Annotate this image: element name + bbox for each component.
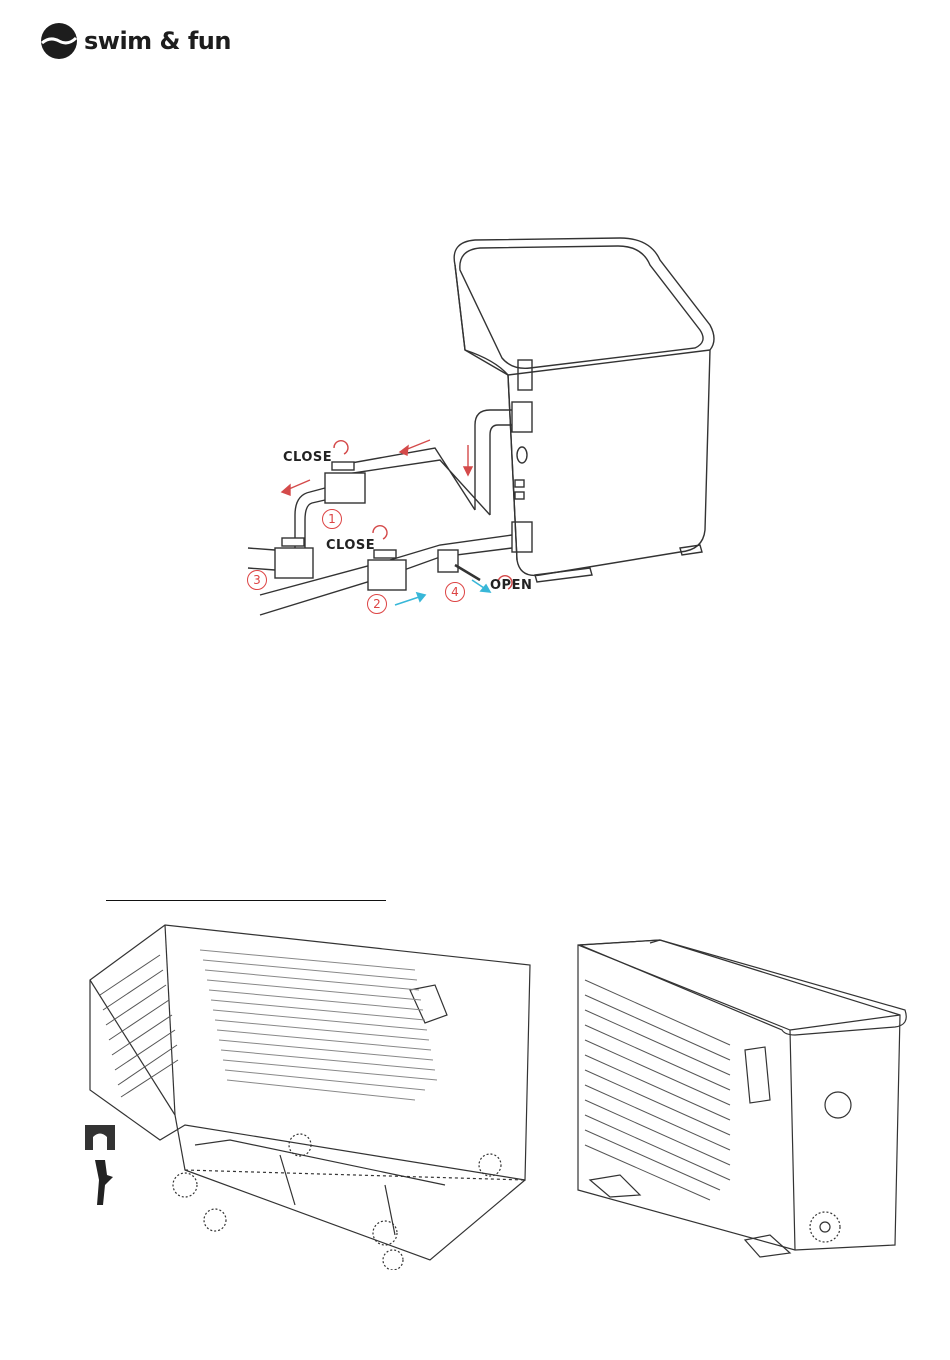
close-label-bottom: CLOSE: [326, 538, 375, 553]
plumbing-diagram: [240, 230, 740, 630]
valve-number-1: 1: [322, 509, 342, 529]
brand-name: swim & fun: [84, 27, 231, 55]
wave-logo-icon: [40, 22, 78, 60]
valve-number-3: 3: [247, 570, 267, 590]
valve-number-2: 2: [367, 594, 387, 614]
open-label: OPEN: [490, 578, 532, 593]
drain-cap-icon: [85, 1125, 115, 1150]
brand-logo: swim & fun: [40, 22, 231, 60]
drain-connector-icon: [95, 1160, 113, 1205]
underside-drain-diagram: [85, 915, 545, 1270]
close-label-top: CLOSE: [283, 450, 332, 465]
side-drain-diagram: [570, 935, 915, 1260]
valve-number-4: 4: [445, 582, 465, 602]
section-heading-underline: [106, 900, 386, 901]
